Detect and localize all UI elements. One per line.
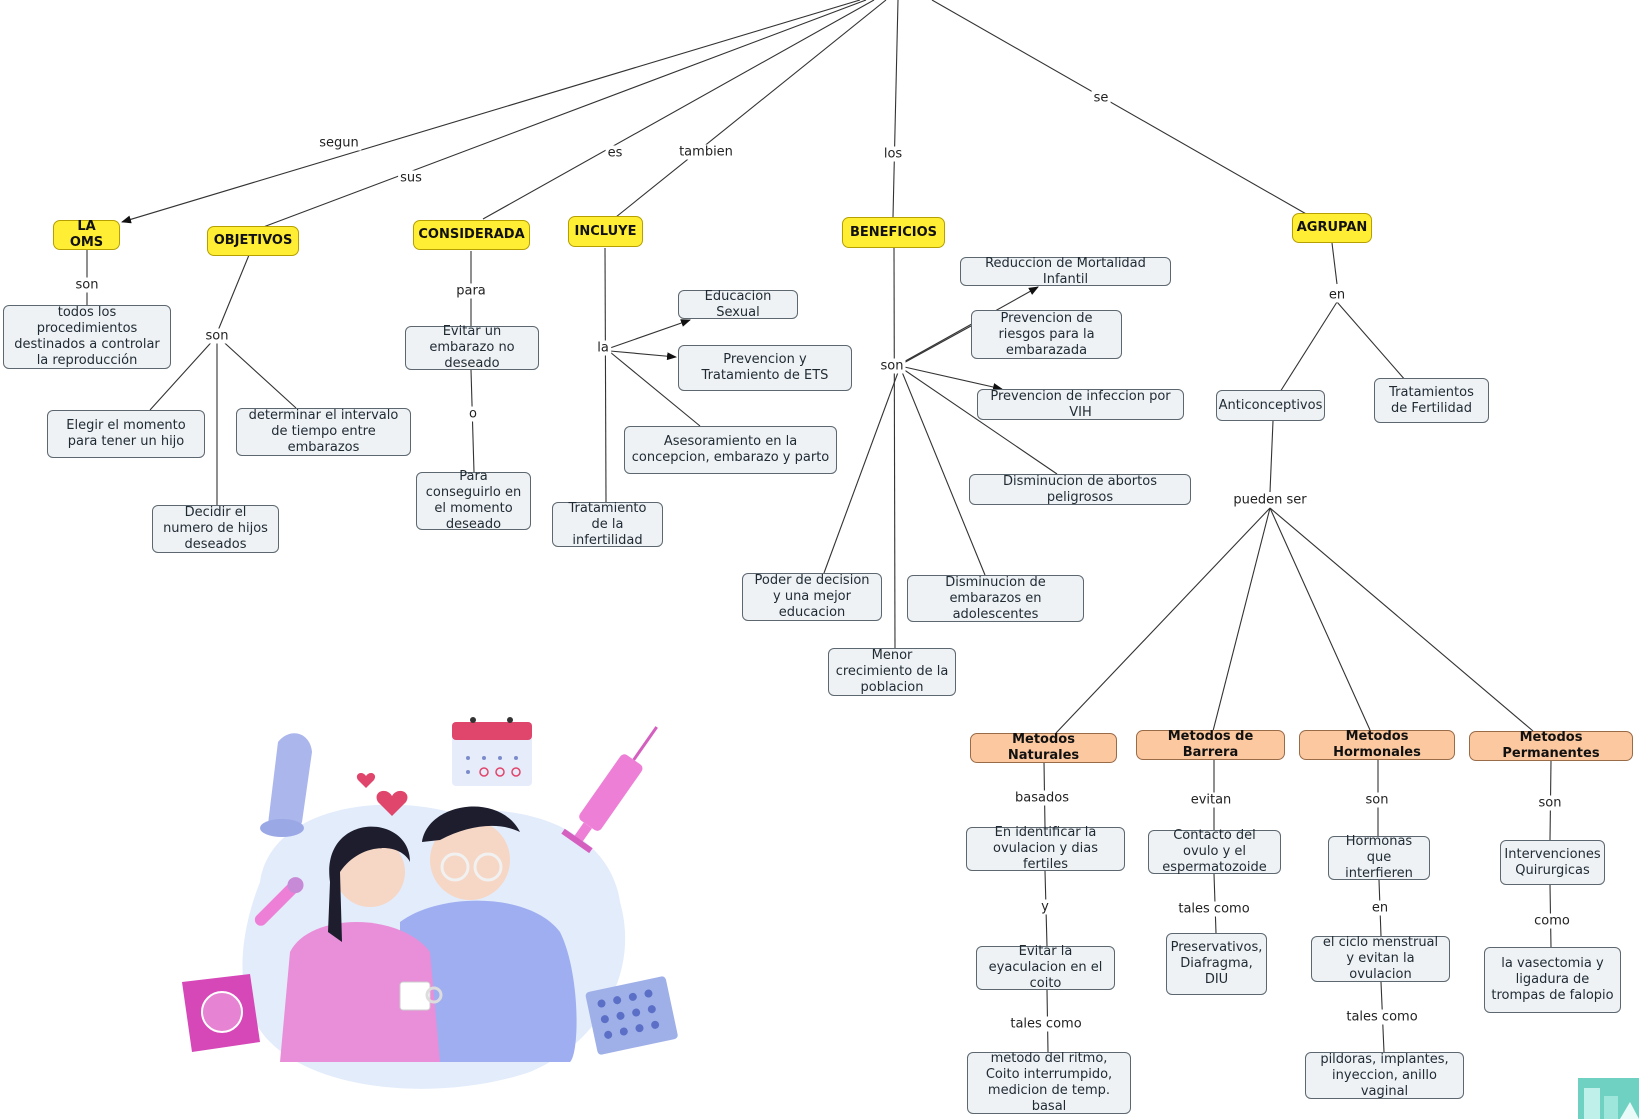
edge-label-tales-como: tales como <box>1344 1009 1420 1025</box>
edge-label-para: para <box>454 283 488 299</box>
edge-label-o: o <box>467 406 479 422</box>
edge-label-en: en <box>1326 287 1348 303</box>
node-metodos-permanentes[interactable]: Metodos Permanentes <box>1469 730 1633 761</box>
edge-label-la: la <box>595 340 611 356</box>
edge-label-son: son <box>73 277 101 293</box>
node-objetivos[interactable]: OBJETIVOS <box>207 226 299 256</box>
pill-pack-icon <box>585 976 678 1055</box>
node-riesgos[interactable]: Prevencion de riesgos para la embarazada <box>971 310 1122 359</box>
node-abortos[interactable]: Disminucion de abortos peligrosos <box>969 474 1191 505</box>
node-ritmo[interactable]: metodo del ritmo, Coito interrumpido, me… <box>967 1051 1131 1114</box>
node-mortalidad[interactable]: Reduccion de Mortalidad Infantil <box>960 256 1171 287</box>
node-crecimiento[interactable]: Menor crecimiento de la poblacion <box>828 648 956 696</box>
node-evitar-embarazo[interactable]: Evitar un embarazo no deseado <box>405 324 539 371</box>
calendar-icon <box>452 717 532 786</box>
node-asesoramiento[interactable]: Asesoramiento en la concepcion, embarazo… <box>624 426 837 474</box>
condom-wrapper-icon <box>182 974 260 1052</box>
node-eyaculacion[interactable]: Evitar la eyaculacion en el coito <box>976 944 1115 991</box>
node-vih[interactable]: Prevencion de infeccion por VIH <box>977 389 1184 420</box>
node-educacion-sexual[interactable]: Educacion Sexual <box>678 289 798 320</box>
heart-icon <box>356 773 376 788</box>
edge-label-evitan: evitan <box>1188 792 1234 808</box>
edge-label-son: son <box>203 328 231 344</box>
edge-label-pueden-ser: pueden ser <box>1231 492 1309 508</box>
edge-label-tambien: tambien <box>677 144 735 160</box>
node-agrupan[interactable]: AGRUPAN <box>1292 213 1372 243</box>
thermometer-icon <box>254 877 304 926</box>
node-intervenciones[interactable]: Intervenciones Quirurgicas <box>1500 840 1605 885</box>
edge-label-los: los <box>881 146 905 162</box>
edge-label-como: como <box>1532 913 1572 929</box>
node-pildoras[interactable]: pildoras, implantes, inyeccion, anillo v… <box>1305 1052 1464 1099</box>
node-identificar[interactable]: En identificar la ovulacion y dias ferti… <box>966 825 1125 872</box>
node-procedimientos[interactable]: todos los procedimientos destinados a co… <box>3 305 171 369</box>
edge-label-sus: sus <box>398 170 424 186</box>
node-metodos-barrera[interactable]: Metodos de Barrera <box>1136 729 1285 760</box>
node-anticonceptivos[interactable]: Anticonceptivos <box>1216 390 1325 421</box>
edge-label-son: son <box>878 358 906 374</box>
node-metodos-naturales[interactable]: Metodos Naturales <box>970 732 1117 763</box>
condom-icon <box>260 733 312 837</box>
edge-label-en: en <box>1369 900 1391 916</box>
edge-label-y: y <box>1039 899 1051 915</box>
node-considerada[interactable]: CONSIDERADA <box>413 220 530 250</box>
node-prevencion-ets[interactable]: Prevencion y Tratamiento de ETS <box>678 345 852 391</box>
node-decidir-numero[interactable]: Decidir el numero de hijos deseados <box>152 505 279 553</box>
node-infertilidad[interactable]: Tratamiento de la infertilidad <box>552 501 663 548</box>
node-contacto[interactable]: Contacto del ovulo y el espermatozoide <box>1148 828 1281 875</box>
watermark-logo <box>1578 1078 1639 1119</box>
node-incluye[interactable]: INCLUYE <box>568 216 643 247</box>
edge-label-son: son <box>1363 792 1391 808</box>
node-hormonas[interactable]: Hormonas que interfieren <box>1328 834 1430 881</box>
edge-label-se: se <box>1091 90 1111 106</box>
edge-label-son: son <box>1536 795 1564 811</box>
edge-label-tales-como: tales como <box>1176 901 1252 917</box>
heart-icon <box>376 790 408 816</box>
node-la-oms[interactable]: LA OMS <box>53 219 120 250</box>
edge-label-es: es <box>605 145 625 161</box>
node-determinar-intervalo[interactable]: determinar el intervalo de tiempo entre … <box>236 408 411 456</box>
edge-label-segun: segun <box>317 135 361 151</box>
edge-label-basados: basados <box>1013 790 1071 806</box>
node-adolescentes[interactable]: Disminucion de embarazos en adolescentes <box>907 575 1084 622</box>
node-vasectomia[interactable]: la vasectomia y ligadura de trompas de f… <box>1484 947 1621 1013</box>
node-ciclo[interactable]: el ciclo menstrual y evitan la ovulacion <box>1311 935 1450 982</box>
node-fertilidad[interactable]: Tratamientos de Fertilidad <box>1374 378 1489 423</box>
node-preservativos[interactable]: Preservativos, Diafragma, DIU <box>1166 933 1267 995</box>
node-metodos-hormonales[interactable]: Metodos Hormonales <box>1299 729 1455 760</box>
node-elegir-momento[interactable]: Elegir el momento para tener un hijo <box>47 410 205 458</box>
node-para-conseguirlo[interactable]: Para conseguirlo en el momento deseado <box>416 469 531 532</box>
couple-illustration <box>182 717 678 1089</box>
node-decision[interactable]: Poder de decision y una mejor educacion <box>742 573 882 621</box>
edge-label-tales-como: tales como <box>1008 1016 1084 1032</box>
syringe-icon <box>561 726 658 854</box>
node-beneficios[interactable]: BENEFICIOS <box>842 217 945 248</box>
